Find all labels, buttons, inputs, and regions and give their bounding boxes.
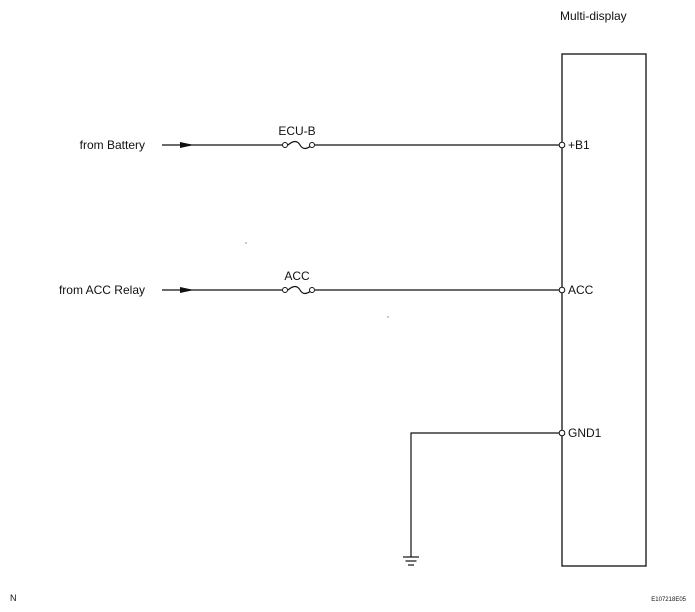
scan-speck	[387, 316, 389, 318]
fuse-label-acc: ACC	[284, 269, 310, 283]
source-label-battery: from Battery	[80, 138, 145, 152]
ground-symbol-icon	[403, 556, 419, 566]
figure-id: E107218E05	[651, 597, 686, 603]
terminal-pin-b1	[558, 141, 566, 149]
source-label-acc-relay: from ACC Relay	[59, 283, 145, 297]
wire-ground	[410, 432, 559, 557]
terminal-label-gnd1: GND1	[568, 426, 602, 440]
circuit-battery: from Battery ECU-B +B1	[80, 124, 590, 152]
circuit-ground: GND1	[403, 426, 602, 566]
terminal-label-acc: ACC	[568, 283, 594, 297]
multi-display-box	[561, 53, 647, 567]
circuit-acc-relay: from ACC Relay ACC ACC	[59, 269, 594, 297]
terminal-label-b1: +B1	[568, 138, 590, 152]
component-title: Multi-display	[560, 9, 627, 23]
terminal-pin-acc	[558, 286, 566, 294]
fuse-label-ecu-b: ECU-B	[278, 124, 315, 138]
fuse-icon	[282, 140, 315, 150]
terminal-pin-gnd1	[558, 429, 566, 437]
scan-speck	[245, 242, 247, 244]
fuse-icon	[282, 285, 315, 295]
footer-left-mark: N	[10, 593, 17, 603]
